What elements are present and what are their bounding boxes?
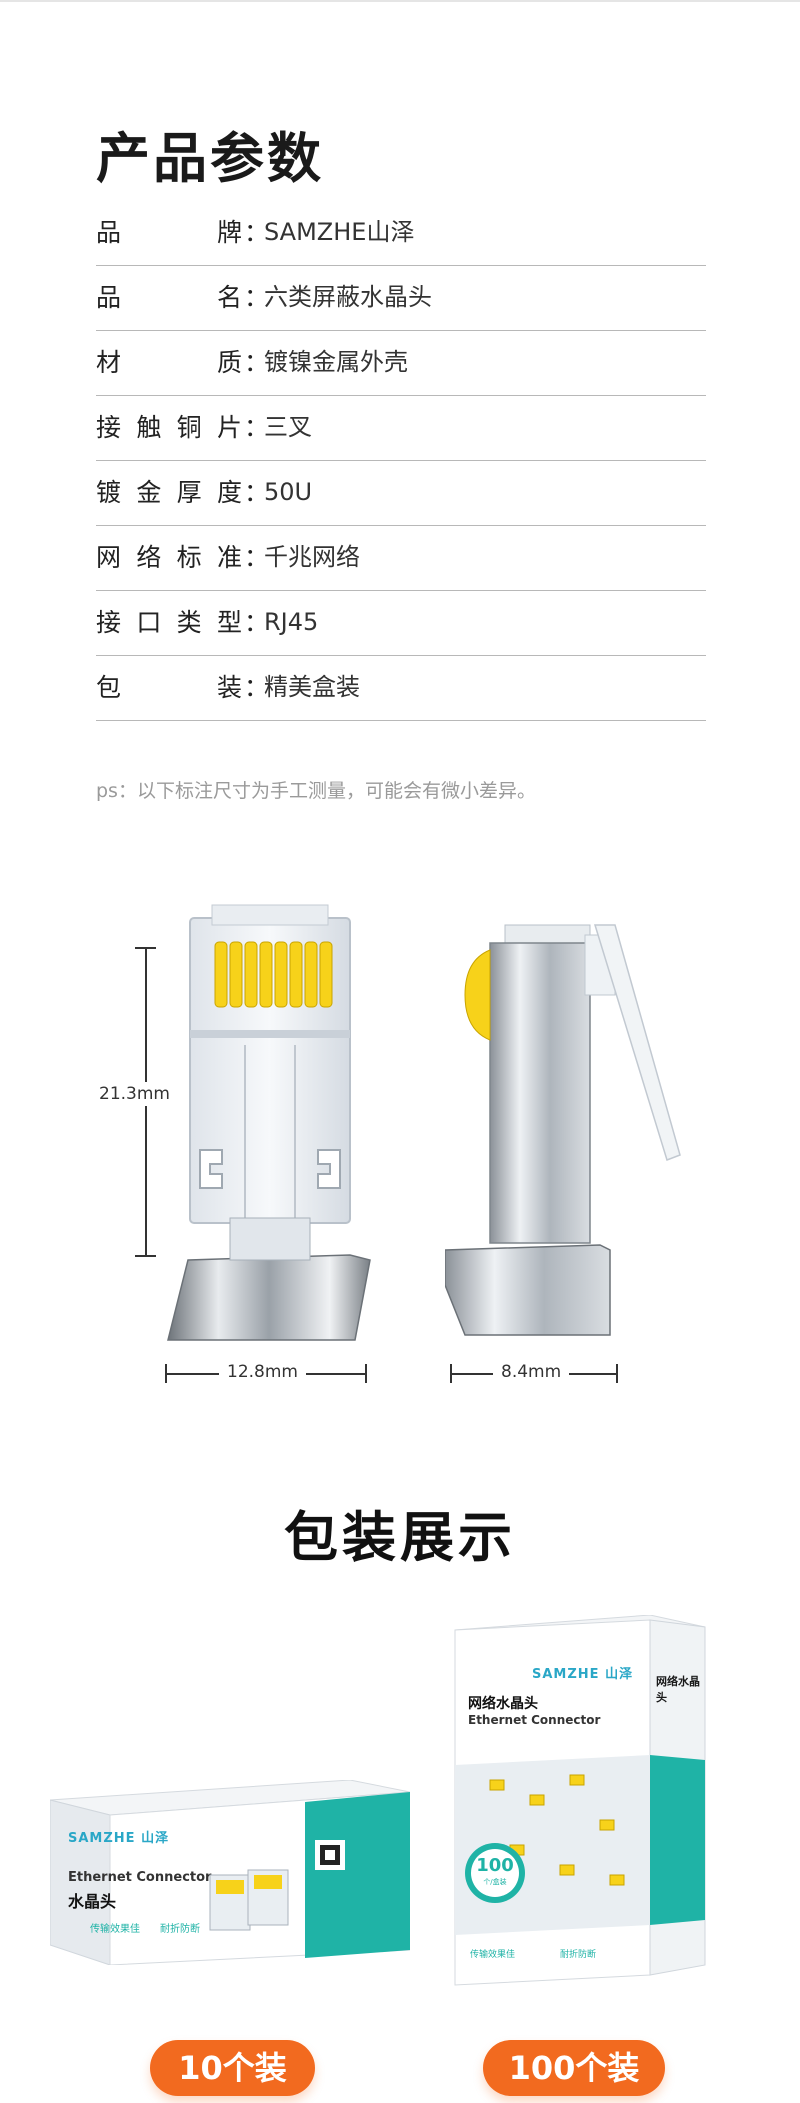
spec-key-char: 准	[216, 543, 242, 572]
spec-row: 材质：镀镍金属外壳	[96, 330, 706, 396]
spec-value: 镀镍金属外壳	[264, 348, 408, 376]
spec-key-char: 装	[216, 673, 242, 702]
spec-colon: ：	[244, 673, 270, 702]
height-label: 21.3mm	[99, 1082, 170, 1106]
spec-colon: ：	[244, 348, 270, 377]
spec-key-char: 镀	[96, 478, 122, 507]
spec-key: 材质	[96, 330, 242, 395]
spec-key-char: 品	[96, 218, 122, 247]
spec-value: SAMZHE山泽	[264, 218, 415, 246]
box-large-feature-2: 耐折防断	[560, 1950, 597, 1960]
spec-row: 接口类型：RJ45	[96, 590, 706, 656]
measure-note: ps：以下标注尺寸为手工测量，可能会有微小差异。	[96, 780, 536, 802]
spec-key-char: 触	[136, 413, 162, 442]
height-tick-bottom	[135, 1255, 156, 1257]
spec-value: 三叉	[264, 413, 312, 441]
connector-side-view	[445, 924, 681, 1336]
spec-key-char: 牌	[216, 218, 242, 247]
depth-tick-right	[616, 1364, 618, 1383]
width-label: 12.8mm	[219, 1362, 306, 1382]
spec-key-char: 金	[136, 478, 162, 507]
spec-row: 包装：精美盒装	[96, 655, 706, 721]
spec-colon: ：	[244, 413, 270, 442]
width-tick-right	[365, 1364, 367, 1383]
spec-row: 网络标准：千兆网络	[96, 525, 706, 591]
spec-key: 网络标准	[96, 525, 242, 590]
spec-value: 千兆网络	[264, 543, 360, 571]
spec-value: 50U	[264, 478, 313, 506]
spec-colon: ：	[244, 608, 270, 637]
spec-key-char: 网	[96, 543, 122, 572]
spec-key: 接口类型	[96, 590, 242, 655]
spec-colon: ：	[244, 283, 270, 312]
spec-value: 六类屏蔽水晶头	[264, 283, 432, 311]
spec-row: 镀金厚度：50U	[96, 460, 706, 526]
section-title-packaging: 包装展示	[284, 1506, 516, 1569]
spec-key-char: 度	[216, 478, 242, 507]
spec-key: 接触铜片	[96, 395, 242, 460]
package-box-small: SAMZHE 山泽 Ethernet Connector 水晶头 传输效果佳 耐…	[50, 1780, 410, 1965]
box-large-count: 100	[476, 1855, 514, 1876]
spec-row: 接触铜片：三叉	[96, 395, 706, 461]
box-small-brand: SAMZHE 山泽	[68, 1831, 170, 1846]
spec-key: 包装	[96, 655, 242, 720]
spec-key: 镀金厚度	[96, 460, 242, 525]
box-small-feature-1: 传输效果佳	[90, 1924, 140, 1935]
spec-key-char: 标	[176, 543, 202, 572]
box-small-feature-2: 耐折防断	[160, 1924, 200, 1935]
label-100-pack: 100个装	[483, 2040, 665, 2096]
spec-key-char: 型	[216, 608, 242, 637]
package-box-large: SAMZHE 山泽 网络水晶头 Ethernet Connector 网络水晶头…	[450, 1615, 710, 1990]
spec-key-char: 类	[176, 608, 202, 637]
spec-key-char: 材	[96, 348, 122, 377]
box-large-en: Ethernet Connector	[468, 1713, 601, 1727]
box-large-shape	[454, 1615, 706, 1986]
spec-row: 品牌：SAMZHE山泽	[96, 200, 706, 266]
spec-key-char: 包	[96, 673, 122, 702]
spec-key-char: 铜	[176, 413, 202, 442]
spec-key: 品名	[96, 265, 242, 330]
spec-key-char: 片	[216, 413, 242, 442]
box-small-cn: 水晶头	[68, 1892, 117, 1911]
box-small-connector-art	[209, 1869, 289, 1931]
spec-row: 品名：六类屏蔽水晶头	[96, 265, 706, 331]
spec-key-char: 厚	[176, 478, 202, 507]
box-large-cn: 网络水晶头	[468, 1696, 538, 1712]
spec-key-char: 接	[96, 608, 122, 637]
spec-key-char: 名	[216, 283, 242, 312]
section-title-params: 产品参数	[96, 127, 324, 190]
depth-label: 8.4mm	[493, 1362, 570, 1382]
spec-key-char: 质	[216, 348, 242, 377]
box-large-feature-1: 传输效果佳	[470, 1950, 516, 1960]
top-divider	[0, 0, 800, 2]
spec-key-char: 口	[136, 608, 162, 637]
label-10-pack: 10个装	[150, 2040, 315, 2096]
depth-tick-left	[450, 1364, 452, 1383]
spec-key-char: 接	[96, 413, 122, 442]
box-small-en: Ethernet Connector	[68, 1870, 212, 1885]
spec-value: 精美盒装	[264, 673, 360, 701]
spec-colon: ：	[244, 478, 270, 507]
spec-colon: ：	[244, 543, 270, 572]
box-large-brand: SAMZHE 山泽	[532, 1667, 634, 1682]
spec-key: 品牌	[96, 200, 242, 265]
width-tick-left	[165, 1364, 167, 1383]
spec-value: RJ45	[264, 608, 319, 636]
box-large-count-sub: 个/盒装	[483, 1878, 507, 1886]
connector-front-view	[167, 904, 371, 1341]
spec-key-char: 络	[136, 543, 162, 572]
box-large-side-label: 网络水晶头	[656, 1675, 700, 1704]
spec-key-char: 品	[96, 283, 122, 312]
spec-colon: ：	[244, 218, 270, 247]
height-tick-top	[135, 947, 156, 949]
